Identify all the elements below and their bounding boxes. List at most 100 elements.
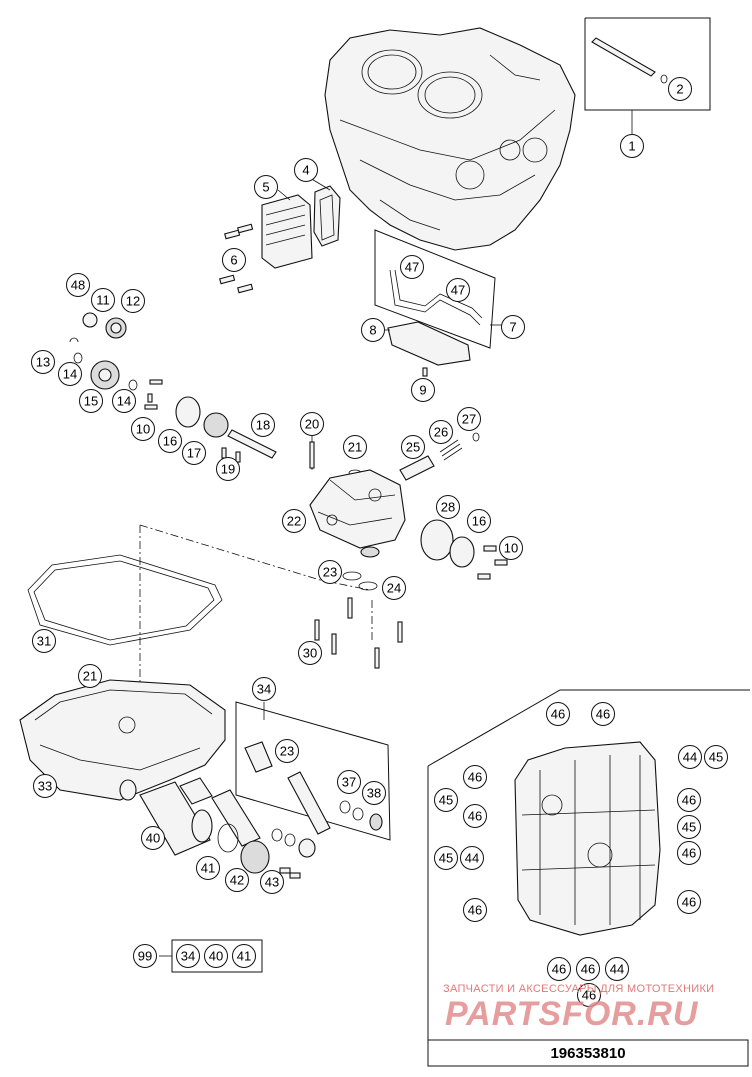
callout-number: 22 bbox=[287, 514, 301, 529]
part-callout: 8 bbox=[361, 318, 385, 342]
assembly-lines bbox=[139, 524, 373, 690]
callout-number: 27 bbox=[462, 412, 476, 427]
callout-number: 12 bbox=[126, 294, 140, 309]
callout-number: 46 bbox=[682, 793, 696, 808]
callout-number: 24 bbox=[387, 581, 401, 596]
part-callout: 18 bbox=[251, 413, 275, 437]
callout-number: 1 bbox=[628, 139, 635, 154]
callout-number: 30 bbox=[303, 646, 317, 661]
callout-number: 18 bbox=[256, 418, 270, 433]
callout-number: 41 bbox=[201, 861, 215, 876]
part-callout: 42 bbox=[225, 868, 249, 892]
callout-number: 33 bbox=[38, 779, 52, 794]
part-callout: 23 bbox=[318, 560, 342, 584]
part-callout: 14 bbox=[58, 362, 82, 386]
callout-number: 10 bbox=[136, 422, 150, 437]
kit-item-callout: 40 bbox=[204, 944, 228, 968]
callout-number: 46 bbox=[468, 903, 482, 918]
part-callout: 13 bbox=[31, 350, 55, 374]
part-callout: 9 bbox=[411, 378, 435, 402]
detail-callout: 46 bbox=[677, 841, 701, 865]
callout-number: 42 bbox=[230, 873, 244, 888]
part-callout: 21 bbox=[343, 435, 367, 459]
oil-pan-gasket bbox=[27, 554, 223, 646]
callout-number: 28 bbox=[441, 500, 455, 515]
pin-frame bbox=[584, 17, 711, 135]
detail-callout: 46 bbox=[463, 898, 487, 922]
callout-number: 8 bbox=[369, 323, 376, 338]
callout-number: 6 bbox=[230, 253, 237, 268]
detail-callout: 46 bbox=[546, 702, 570, 726]
detail-callout: 46 bbox=[677, 890, 701, 914]
part-callout: 2 bbox=[668, 77, 692, 101]
callout-number: 46 bbox=[468, 809, 482, 824]
part-callout: 16 bbox=[467, 509, 491, 533]
part-callout: 10 bbox=[499, 536, 523, 560]
detail-callout: 46 bbox=[677, 788, 701, 812]
sprocket-assembly bbox=[69, 312, 277, 463]
engine-block-drawing bbox=[324, 27, 576, 251]
callout-number: 46 bbox=[682, 846, 696, 861]
part-callout: 34 bbox=[252, 677, 276, 701]
part-callout: 14 bbox=[112, 389, 136, 413]
oil-pump-drawing bbox=[309, 432, 508, 591]
callout-number: 14 bbox=[117, 394, 131, 409]
oil-line-frame bbox=[374, 229, 505, 349]
detail-view-frame bbox=[427, 689, 750, 1040]
callout-number: 48 bbox=[71, 278, 85, 293]
detail-callout: 46 bbox=[577, 983, 601, 1007]
callout-number: 47 bbox=[405, 260, 419, 275]
detail-callout: 44 bbox=[605, 957, 629, 981]
part-callout: 10 bbox=[131, 417, 155, 441]
part-callout: 20 bbox=[300, 412, 324, 436]
callout-number: 2 bbox=[676, 82, 683, 97]
callout-number: 19 bbox=[221, 462, 235, 477]
part-callout: 12 bbox=[121, 289, 145, 313]
part-callout: 40 bbox=[141, 826, 165, 850]
callout-number: 45 bbox=[439, 851, 453, 866]
callout-number: 46 bbox=[682, 895, 696, 910]
callout-number: 23 bbox=[280, 744, 294, 759]
callout-number: 46 bbox=[551, 707, 565, 722]
detail-callout: 44 bbox=[678, 745, 702, 769]
detail-callout: 45 bbox=[677, 815, 701, 839]
callout-number: 21 bbox=[83, 669, 97, 684]
callout-number: 40 bbox=[209, 949, 223, 964]
part-callout: 19 bbox=[216, 457, 240, 481]
part-callout: 7 bbox=[501, 315, 525, 339]
callout-number: 25 bbox=[406, 440, 420, 455]
detail-callout: 46 bbox=[591, 702, 615, 726]
part-callout: 28 bbox=[436, 495, 460, 519]
callout-number: 15 bbox=[84, 394, 98, 409]
document-number: 196353810 bbox=[550, 1045, 626, 1062]
part-callout: 33 bbox=[33, 774, 57, 798]
callout-number: 40 bbox=[146, 831, 160, 846]
detail-callout: 46 bbox=[576, 957, 600, 981]
callout-number: 45 bbox=[709, 750, 723, 765]
kit-callout: 99 bbox=[133, 944, 157, 968]
kit-item-callout: 34 bbox=[176, 944, 200, 968]
oil-cooler-drawing bbox=[219, 177, 341, 294]
callout-number: 5 bbox=[262, 180, 269, 195]
callout-number: 44 bbox=[610, 962, 624, 977]
callout-number: 46 bbox=[596, 707, 610, 722]
callout-number: 34 bbox=[181, 949, 195, 964]
part-callout: 31 bbox=[32, 629, 56, 653]
callout-number: 45 bbox=[439, 793, 453, 808]
bolt-set-30 bbox=[314, 597, 403, 669]
part-callout: 25 bbox=[401, 435, 425, 459]
part-callout: 47 bbox=[446, 278, 470, 302]
part-callout: 21 bbox=[78, 664, 102, 688]
part-callout: 5 bbox=[254, 175, 278, 199]
callout-number: 11 bbox=[96, 293, 110, 308]
part-callout: 30 bbox=[298, 641, 322, 665]
oil-pan-drawing bbox=[19, 679, 226, 801]
callout-number: 10 bbox=[504, 541, 518, 556]
detail-callout: 46 bbox=[547, 957, 571, 981]
part-callout: 26 bbox=[429, 420, 453, 444]
detail-callout: 45 bbox=[434, 788, 458, 812]
watermark-caption: ЗАПЧАСТИ И АКСЕССУАРЫ ДЛЯ МОТОТЕХНИКИ bbox=[443, 983, 715, 995]
callout-number: 41 bbox=[237, 949, 251, 964]
